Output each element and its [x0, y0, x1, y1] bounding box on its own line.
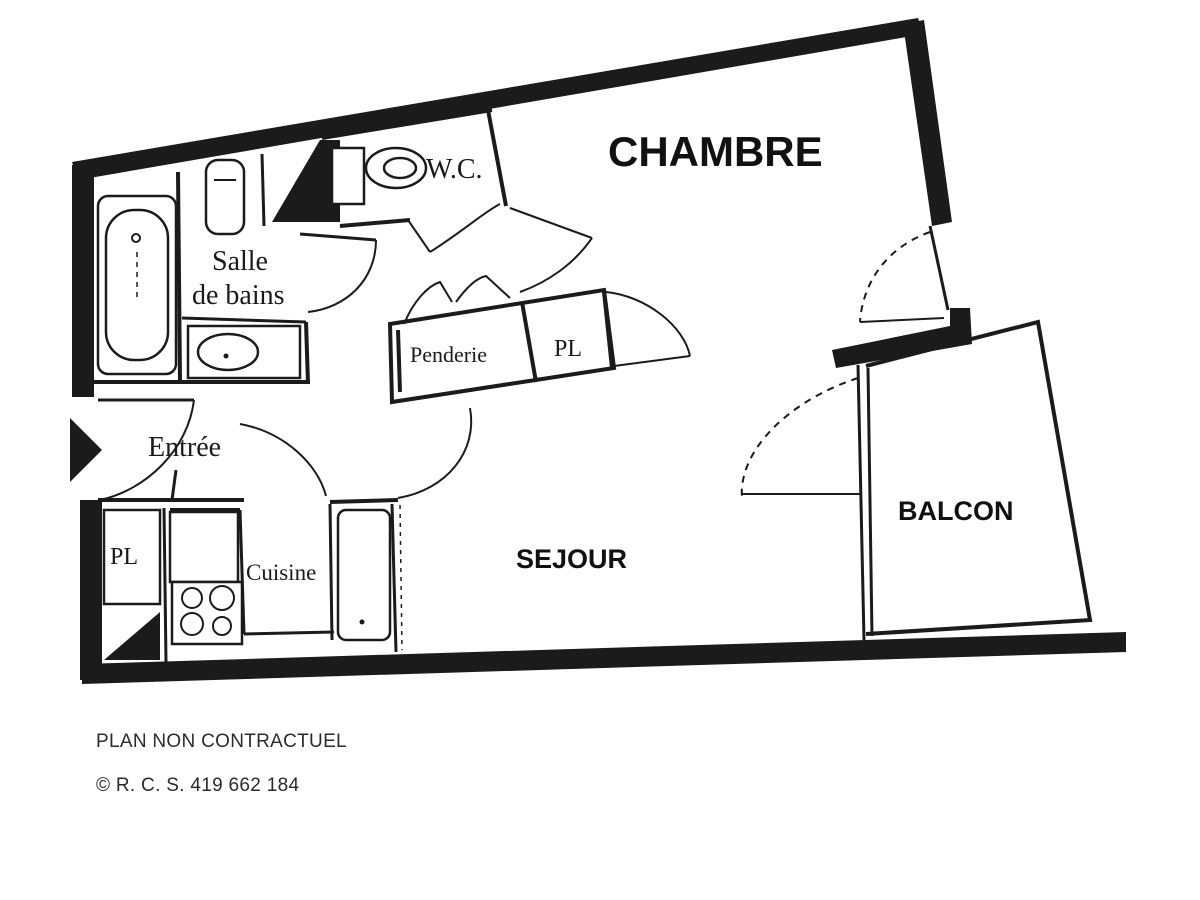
cistern-icon — [330, 146, 366, 206]
room-label-sejour: SEJOUR — [516, 544, 627, 574]
wall-chambre-right — [903, 20, 952, 226]
penderie-closet — [387, 287, 617, 405]
room-label-de-bains: de bains — [192, 280, 285, 311]
pl-left-shaft — [104, 612, 160, 660]
room-label-pl-top: PL — [554, 336, 582, 362]
room-label-wc: W.C. — [426, 154, 483, 185]
washbasin-icon — [196, 332, 260, 372]
room-label-salle: Salle — [212, 246, 268, 277]
disclaimer-text: PLAN NON CONTRACTUEL — [96, 731, 347, 752]
balcon-outline — [865, 319, 1093, 636]
kitchen-sink-icon — [336, 508, 392, 642]
room-label-penderie: Penderie — [410, 342, 487, 367]
wall-left-upper — [72, 165, 94, 397]
room-label-entree: Entrée — [148, 432, 221, 463]
bidet-icon — [204, 158, 246, 236]
apartment-floor-plan: CHAMBRE W.C. Salle de bains Penderie PL … — [70, 18, 1126, 684]
room-label-balcon: BALCON — [898, 496, 1014, 526]
room-label-pl-left: PL — [110, 544, 138, 570]
rcs-number-text: © R. C. S. 419 662 184 — [96, 775, 300, 796]
wall-stub-balcon — [832, 308, 972, 368]
duct-shaft — [272, 140, 340, 222]
pl-left-closet — [102, 508, 162, 606]
wall-left-lower — [80, 500, 102, 680]
wall-bottom — [82, 632, 1126, 684]
room-label-cuisine: Cuisine — [246, 560, 316, 585]
room-label-chambre: CHAMBRE — [608, 128, 823, 175]
entrance-arrow-icon — [70, 418, 102, 482]
wall-top — [72, 18, 924, 180]
